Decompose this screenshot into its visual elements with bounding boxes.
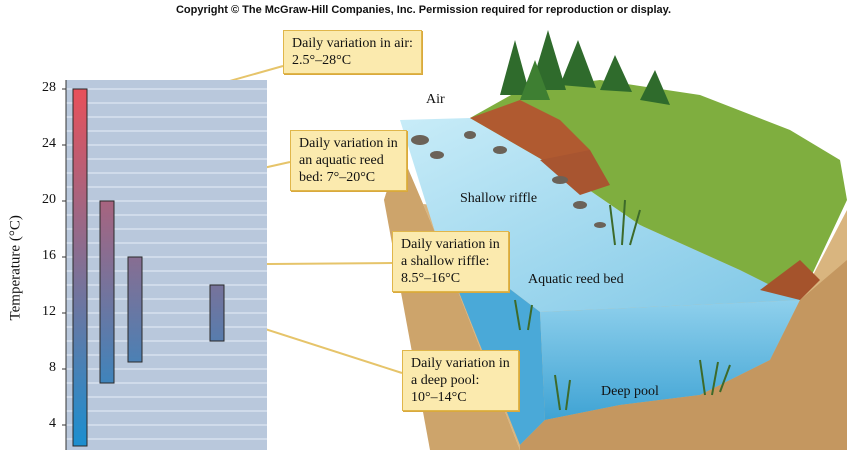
label-shallow-riffle: Shallow riffle (460, 191, 538, 206)
deep-pool-water (540, 300, 800, 420)
range-bars (72, 88, 225, 447)
range-bar-deep-pool (209, 284, 225, 342)
chart-panel (66, 80, 267, 450)
y-tick-label: 16 (42, 248, 56, 263)
callout-shallow-riffle: Daily variation in a shallow riffle: 8.5… (392, 231, 509, 292)
copyright-notice: Copyright © The McGraw-Hill Companies, I… (175, 4, 672, 16)
range-bar-aquatic-reed-bed (99, 200, 115, 384)
callout-deep-pool: Daily variation in a deep pool: 10°–14°C (402, 350, 519, 411)
trees (500, 30, 670, 105)
label-aquatic-reed-bed: Aquatic reed bed (528, 272, 624, 287)
y-tick-label: 28 (42, 80, 56, 95)
y-tick-label: 4 (49, 416, 56, 431)
y-tick-label: 20 (42, 192, 56, 207)
callout-air: Daily variation in air: 2.5°–28°C (283, 30, 422, 74)
rocks (411, 131, 606, 228)
range-bar-air (72, 88, 88, 447)
y-tick-label: 12 (42, 304, 56, 319)
label-deep-pool: Deep pool (601, 384, 659, 399)
range-bar-shallow-riffle (127, 256, 143, 363)
y-tick-label: 8 (49, 360, 56, 375)
y-axis-label: Temperature (°C) (7, 215, 24, 321)
label-air: Air (426, 92, 445, 107)
callout-reed-bed: Daily variation in an aquatic reed bed: … (290, 130, 407, 191)
y-tick-label: 24 (42, 136, 56, 151)
y-ticks (62, 88, 66, 426)
reeds (514, 199, 731, 411)
